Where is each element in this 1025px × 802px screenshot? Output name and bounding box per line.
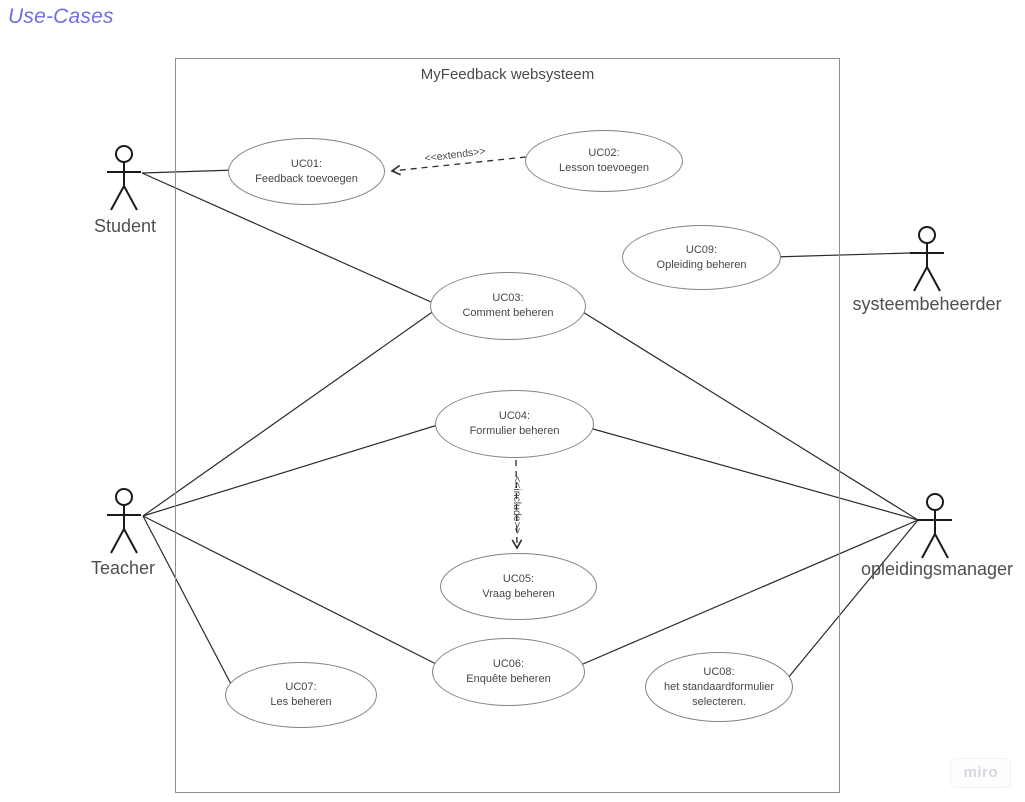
connector-teacher-uc04: [142, 422, 445, 517]
usecase-name: Feedback toevoegen: [255, 172, 358, 185]
actor-label-opleidingsmanager: opleidingsmanager: [860, 559, 1014, 579]
system-boundary-title: MyFeedback websysteem: [420, 66, 595, 83]
usecase-uc01[interactable]: UC01: Feedback toevoegen: [228, 138, 385, 205]
stick-figure-icon: [918, 493, 952, 559]
connector-student-uc03: [141, 172, 441, 307]
page-title: Use-Cases: [8, 5, 114, 28]
connector-uc06-opleidingsmanager: [575, 519, 919, 668]
usecase-name: Formulier beheren: [469, 425, 560, 437]
usecase-id: UC05:: [502, 572, 535, 585]
usecase-uc09[interactable]: UC09: Opleiding beheren: [622, 225, 781, 290]
usecase-name: Opleiding beheren: [656, 258, 747, 271]
stick-figure-icon: [107, 145, 141, 211]
usecase-uc04[interactable]: UC04: Formulier beheren: [435, 390, 594, 458]
usecase-uc02[interactable]: UC02: Lesson toevoegen: [525, 130, 683, 192]
connector-teacher-uc07: [142, 515, 233, 687]
usecase-id: UC07:: [285, 681, 317, 693]
usecase-name: het standaardformulier selecteren.: [663, 680, 775, 708]
usecase-uc08[interactable]: UC08: het standaardformulier selecteren.: [645, 652, 793, 722]
miro-watermark[interactable]: miro: [950, 758, 1011, 788]
extends-arrow-uc02-uc01: [390, 156, 527, 176]
actor-label-systeembeheerder: systeembeheerder: [852, 294, 1002, 314]
usecase-id: UC06:: [492, 658, 525, 670]
usecase-id: UC09:: [685, 243, 718, 256]
system-boundary-box: [175, 58, 840, 793]
connector-student-uc01: [141, 169, 237, 174]
usecase-id: UC02:: [588, 147, 620, 159]
stick-figure-icon: [910, 226, 944, 292]
usecase-uc07[interactable]: UC07: Les beheren: [225, 662, 377, 728]
include-arrow-uc04-uc05: [511, 459, 523, 550]
usecase-uc03[interactable]: UC03: Comment beheren: [430, 272, 586, 340]
connector-uc04-opleidingsmanager: [585, 426, 919, 521]
usecase-id: UC01:: [290, 157, 323, 170]
connector-uc09-systeembeheerder: [772, 252, 911, 258]
include-label: <<include>>: [511, 476, 523, 534]
actor-teacher[interactable]: [104, 487, 144, 562]
usecase-name: Les beheren: [270, 696, 332, 708]
usecase-name: Vraag beheren: [482, 587, 555, 600]
actor-opleidingsmanager[interactable]: [915, 492, 955, 567]
usecase-uc06[interactable]: UC06: Enquête beheren: [432, 638, 585, 706]
actor-student[interactable]: [104, 144, 144, 219]
connector-teacher-uc06: [142, 515, 443, 668]
stick-figure-icon: [107, 488, 141, 554]
connector-uc03-opleidingsmanager: [577, 308, 919, 521]
actor-label-student: Student: [93, 216, 157, 236]
actor-label-teacher: Teacher: [90, 558, 156, 578]
usecase-id: UC08:: [703, 665, 735, 678]
usecase-id: UC04:: [498, 410, 531, 422]
usecase-name: Lesson toevoegen: [559, 162, 649, 174]
usecase-id: UC03:: [492, 292, 524, 304]
usecase-name: Comment beheren: [462, 307, 554, 319]
actor-systeembeheerder[interactable]: [907, 225, 947, 300]
usecase-uc05[interactable]: UC05: Vraag beheren: [440, 553, 597, 620]
connector-uc08-opleidingsmanager: [782, 519, 919, 685]
connector-teacher-uc03: [142, 307, 439, 517]
usecase-name: Enquête beheren: [466, 673, 551, 685]
